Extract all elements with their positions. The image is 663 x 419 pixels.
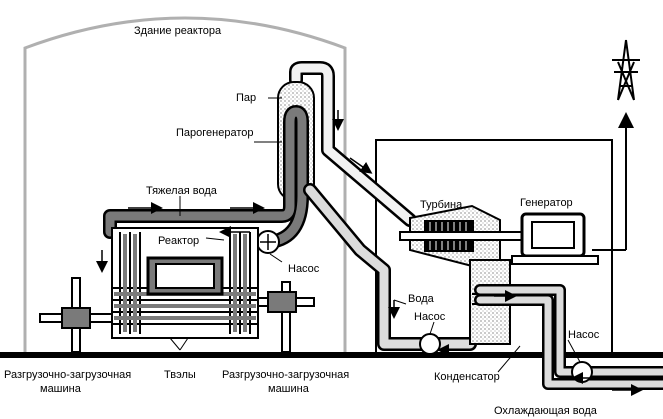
feedwater-line <box>305 185 475 349</box>
turbine-shaft <box>399 231 531 241</box>
label-fuel-machine-right-line1: Разгрузочно-загрузочная <box>222 369 349 381</box>
fuel-machine-right <box>257 281 315 353</box>
cooling-pump-icon <box>571 361 593 383</box>
ground-slab <box>0 352 663 358</box>
steam-line <box>291 63 415 225</box>
label-generator: Генератор <box>520 197 573 209</box>
label-fuel-machine-left-line2: машина <box>40 383 82 395</box>
flow-arrows <box>96 110 643 396</box>
label-primary-pump: Насос <box>288 263 320 275</box>
primary-pump-impeller <box>260 234 276 250</box>
generator-core <box>531 221 575 249</box>
turbine-hall <box>375 139 613 352</box>
feed-pump-icon <box>419 333 441 355</box>
label-reactor: Реактор <box>158 235 199 247</box>
reactor-building-dome <box>23 16 347 352</box>
power-pylon-icon <box>612 39 640 101</box>
label-steam-generator: Парогенератор <box>176 127 253 139</box>
label-reactor-building: Здание реактора <box>134 25 222 37</box>
label-fuel-machine-right-line2: машина <box>268 383 310 395</box>
leader-lines <box>169 97 581 373</box>
label-turbine: Турбина <box>420 199 463 211</box>
label-cooling-water: Охлаждающая вода <box>494 405 598 417</box>
label-heavy-water: Тяжелая вода <box>146 185 218 197</box>
fuel-machine-left <box>39 277 113 353</box>
label-feed-pump: Насос <box>414 311 446 323</box>
label-water: Вода <box>408 293 435 305</box>
generator-base <box>511 255 599 265</box>
label-fuel-elements: Твэлы <box>164 369 196 381</box>
reactor-core <box>111 227 259 339</box>
label-fuel-machine-left-line1: Разгрузочно-загрузочная <box>4 369 131 381</box>
label-steam: Пар <box>236 92 256 104</box>
label-condenser: Конденсатор <box>434 371 500 383</box>
primary-loop-hot <box>105 107 307 249</box>
label-cooling-pump: Насос <box>568 329 600 341</box>
